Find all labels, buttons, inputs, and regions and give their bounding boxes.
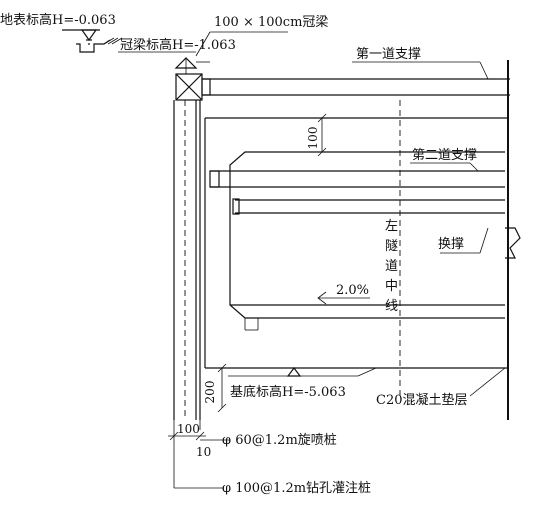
pile-width-dimension: 100 10 <box>168 422 211 459</box>
first-strut <box>201 78 510 96</box>
slope-indicator: 2.0% <box>317 283 370 305</box>
jet-grout-pile-label: φ 60@1.2m旋喷桩 <box>222 433 337 448</box>
pile-wall <box>173 100 201 488</box>
tunnel-center-char: 左 <box>385 219 398 234</box>
cushion-leader <box>469 367 506 397</box>
tunnel-center-char: 中 <box>385 279 398 294</box>
second-strut-label: 第二道支撑 <box>412 148 477 163</box>
pile-width-label: 100 <box>177 422 200 436</box>
tunnel-outline <box>229 151 505 331</box>
ground-elevation-label: 地表标高H=-0.063 <box>0 12 116 28</box>
cushion-thickness-label: 200 <box>203 381 217 404</box>
bored-pile-label: φ 100@1.2m钻孔灌注桩 <box>222 481 371 496</box>
base-elevation-marker <box>228 367 377 377</box>
crown-beam-size-label: 100 × 100cm冠梁 <box>214 15 328 30</box>
leader-lines <box>118 31 489 489</box>
tunnel-center-label: 左 隧 道 中 线 <box>385 219 398 314</box>
slope-label: 2.0% <box>336 283 369 298</box>
base-elevation-label: 基底标高H=-5.063 <box>230 384 346 400</box>
first-strut-label: 第一道支撑 <box>356 47 421 62</box>
tunnel-center-char: 隧 <box>385 238 398 254</box>
excavation-outline <box>204 60 509 420</box>
crown-beam-elevation-label: 冠梁标高H=-1.063 <box>120 37 236 53</box>
replacement-strut <box>232 198 521 259</box>
strut-gap-dimension: 100 <box>306 113 327 157</box>
pile-offset-label: 10 <box>196 445 211 459</box>
cushion-layer-label: C20混凝土垫层 <box>376 392 468 408</box>
ground-surface-symbol <box>62 29 123 53</box>
tunnel-center-char: 道 <box>385 259 398 274</box>
replace-strut-label: 换撑 <box>438 237 464 252</box>
cushion-thickness-dimension: 200 <box>203 363 227 413</box>
strut-gap-label: 100 <box>306 127 320 150</box>
tunnel-center-char: 线 <box>385 299 398 314</box>
second-strut <box>209 170 505 188</box>
